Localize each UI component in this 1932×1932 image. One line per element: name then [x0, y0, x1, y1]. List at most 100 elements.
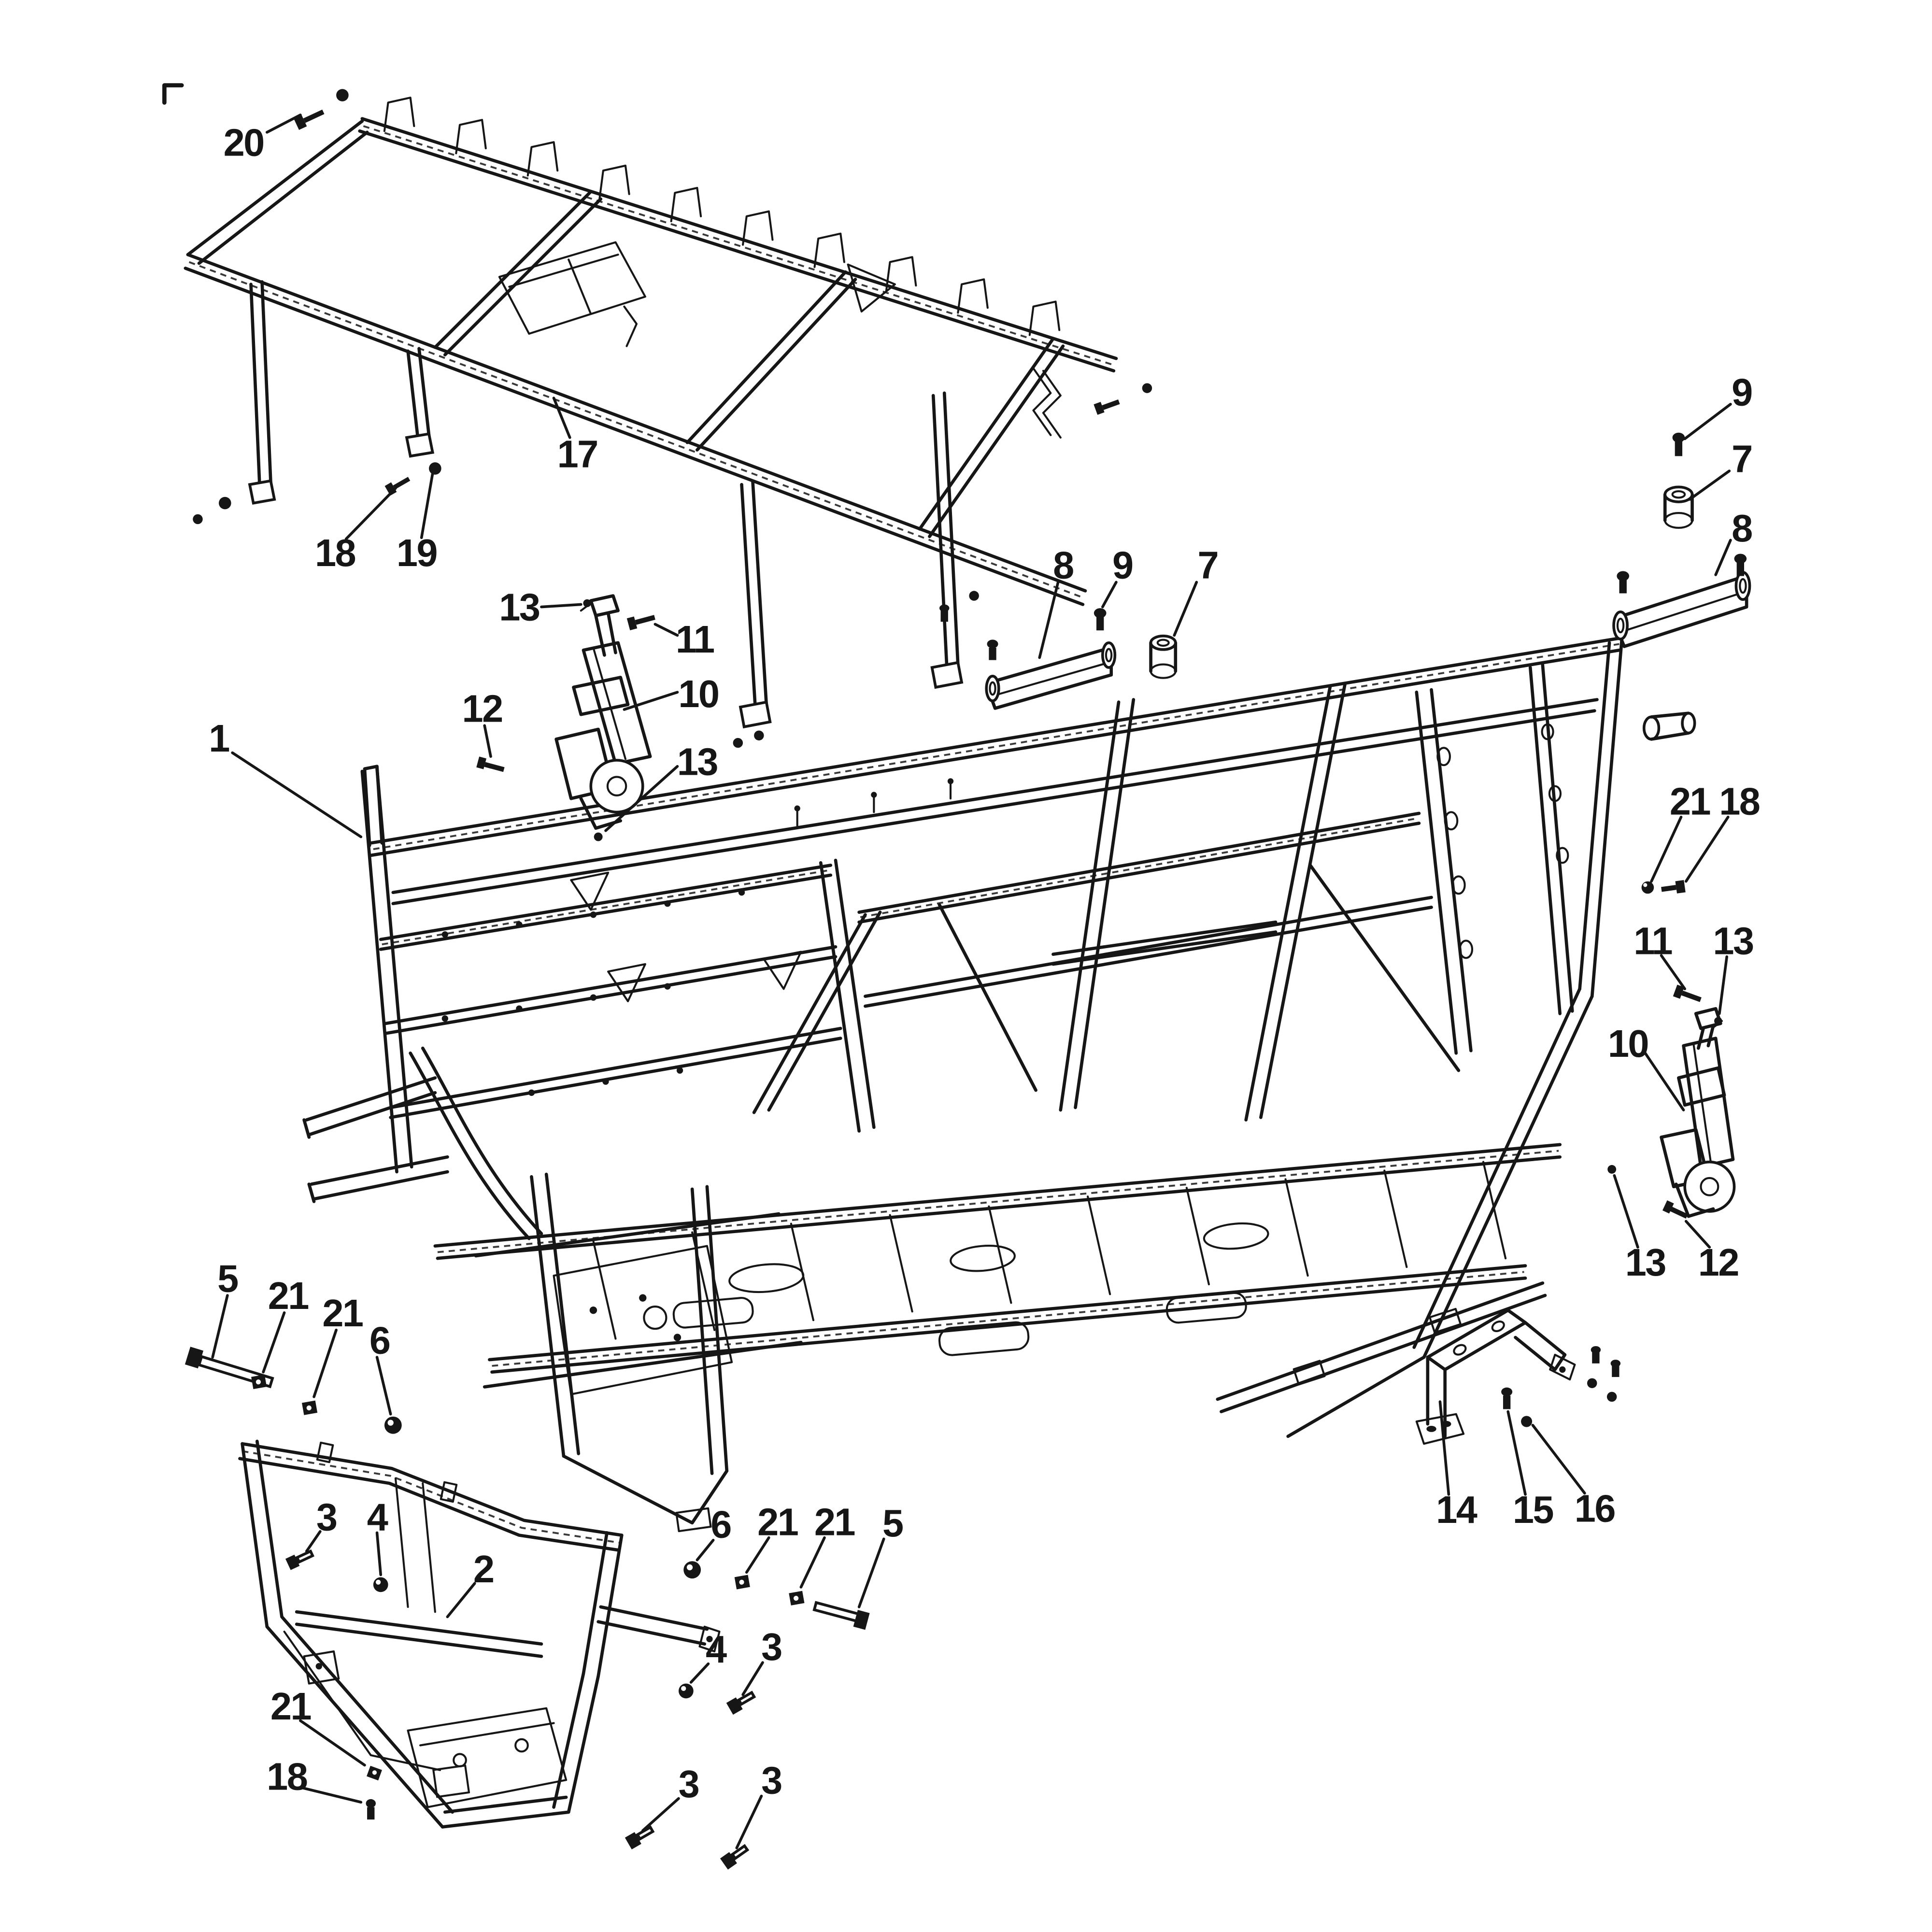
spacer-bar-part-8-middle [985, 641, 1117, 710]
bolt-icon [626, 615, 655, 631]
bolt-icon [812, 1601, 870, 1630]
nut-icon [754, 730, 764, 740]
mount-bracket-part-14 [1415, 1308, 1576, 1445]
nut-icon [733, 738, 743, 748]
callout-label: 11 [676, 618, 714, 661]
callout-label: 15 [1513, 1488, 1553, 1531]
callout-label: 16 [1575, 1487, 1615, 1530]
bolt-icon [1672, 432, 1685, 456]
callout-label: 12 [1698, 1241, 1738, 1284]
callout-label: 13 [677, 740, 718, 783]
callout-label: 19 [397, 531, 437, 574]
callout-12-left: 12 [462, 687, 503, 758]
callout-label: 4 [706, 1628, 727, 1671]
bolt-icon [285, 1549, 314, 1570]
callout-label: 18 [1719, 780, 1760, 823]
cargo-rack-part-17 [184, 97, 1118, 729]
spacer-bar-part-8-right [1612, 571, 1751, 648]
nut-icon [1142, 383, 1152, 393]
callout-5-mid: 5 [857, 1502, 904, 1608]
callout-1: 1 [209, 717, 363, 838]
callout-21-b: 21 [313, 1292, 364, 1398]
square-nut-icon [301, 1400, 318, 1415]
bolt-icon [384, 477, 411, 496]
callout-label: 12 [462, 687, 502, 730]
bolt-icon [366, 1799, 376, 1820]
callout-21-d: 21 [799, 1501, 856, 1589]
callout-18-a: 18 [315, 487, 397, 574]
callout-label: 8 [1053, 544, 1073, 587]
callouts: 20 17 18 19 9 7 8 8 9 7 13 11 10 12 13 1… [209, 114, 1761, 1849]
callout-13-c: 13 [1713, 920, 1755, 1015]
nut-icon [373, 1577, 388, 1592]
callout-label: 20 [224, 121, 264, 164]
callout-label: 18 [267, 1755, 307, 1798]
callout-21-a: 21 [262, 1274, 310, 1374]
callout-7-right: 7 [1688, 438, 1753, 501]
callout-3-c: 3 [641, 1762, 700, 1832]
callout-label: 5 [882, 1502, 903, 1545]
square-nut-icon [367, 1765, 382, 1781]
callout-label: 3 [679, 1762, 699, 1805]
nut-icon [1521, 1416, 1533, 1427]
callout-12-right: 12 [1684, 1220, 1739, 1284]
callout-13-d: 13 [1613, 1174, 1667, 1284]
nut-icon [683, 1561, 701, 1579]
callout-label: 3 [316, 1495, 337, 1538]
callout-label: 7 [1732, 438, 1752, 481]
bolt-icon [720, 1844, 750, 1870]
callout-label: 14 [1436, 1488, 1477, 1531]
callout-label: 3 [761, 1625, 781, 1668]
callout-label: 18 [315, 531, 355, 574]
callout-label: 11 [1634, 920, 1672, 963]
callout-label: 13 [499, 586, 540, 629]
bolt-icon [1617, 571, 1630, 594]
bolt-icon [294, 109, 325, 130]
callout-21-right: 21 [1650, 780, 1711, 883]
callout-label: 21 [814, 1501, 855, 1544]
square-nut-icon [789, 1591, 805, 1605]
bolt-icon [1094, 608, 1107, 631]
callout-label: 13 [1713, 920, 1753, 963]
bolt-icon [625, 1825, 655, 1850]
callout-label: 21 [322, 1292, 363, 1335]
callout-19: 19 [397, 472, 438, 574]
callout-11-right: 11 [1634, 920, 1686, 991]
callout-2: 2 [446, 1548, 495, 1619]
bolt-icon [1610, 1360, 1621, 1377]
nut-icon [429, 462, 441, 475]
callout-6-mid: 6 [696, 1503, 732, 1562]
callout-9-mid: 9 [1101, 544, 1134, 609]
bolt-icon [1094, 399, 1120, 415]
callout-label: 3 [761, 1759, 781, 1802]
callout-label: 2 [473, 1548, 494, 1591]
bolt-icon [476, 756, 505, 772]
callout-9-right: 9 [1683, 370, 1753, 440]
nut-icon [678, 1683, 694, 1699]
fasteners [185, 89, 1747, 1870]
bolt-icon [987, 639, 998, 660]
callout-label: 21 [1670, 780, 1710, 823]
callout-label: 1 [209, 717, 229, 760]
callout-label: 10 [1608, 1022, 1648, 1065]
callout-11-left: 11 [653, 618, 715, 661]
callout-3-b: 3 [741, 1625, 783, 1696]
corner-mark [162, 83, 184, 105]
bolt-icon [1501, 1387, 1513, 1409]
nut-icon [969, 591, 979, 601]
callout-label: 8 [1732, 507, 1752, 550]
callout-13-b: 13 [604, 740, 719, 832]
callout-5-left: 5 [211, 1257, 239, 1359]
callout-3-a: 3 [305, 1495, 338, 1553]
bolt-icon [1591, 1346, 1601, 1364]
bushing-part-7-middle [1149, 634, 1178, 679]
nut-icon [1641, 881, 1654, 894]
callout-label: 17 [557, 432, 597, 475]
shock-absorber-right-part-10 [1660, 1007, 1736, 1218]
callout-7-mid: 7 [1173, 544, 1219, 637]
nut-icon [1587, 1378, 1597, 1388]
callout-label: 6 [710, 1503, 731, 1546]
nut-icon [193, 514, 203, 525]
callout-15: 15 [1506, 1410, 1554, 1531]
callout-label: 9 [1732, 370, 1752, 413]
